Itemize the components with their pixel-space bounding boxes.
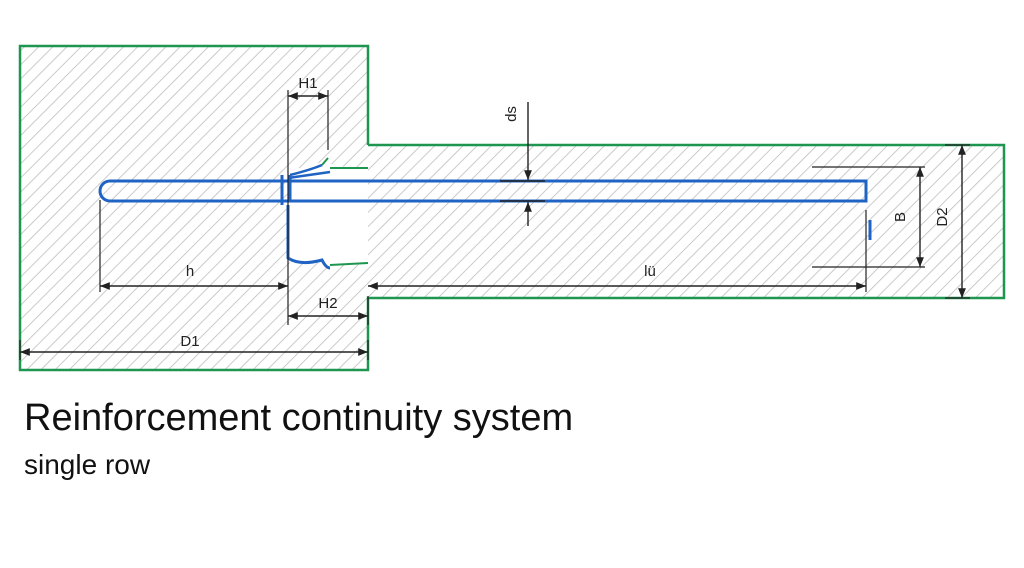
recess-top-outline — [321, 157, 368, 169]
label-lu: lü — [644, 263, 656, 280]
label-D2: D2 — [934, 207, 951, 226]
caption-title: Reinforcement continuity system — [24, 397, 574, 439]
section-outline — [18, 44, 1006, 372]
rebar-collar — [287, 163, 331, 180]
label-H2: H2 — [318, 295, 337, 312]
label-H1: H1 — [298, 75, 317, 92]
rebar-upper — [98, 179, 868, 203]
caption-subtitle: single row — [24, 449, 151, 480]
formwork-recess — [288, 158, 368, 268]
rebar-anchor — [280, 175, 331, 270]
label-ds: ds — [503, 106, 520, 122]
label-h: h — [186, 263, 194, 280]
reinforcement-diagram: H1 ds h lü H2 D1 B D2 — [18, 44, 1006, 372]
label-D1: D1 — [180, 333, 199, 350]
concrete-section — [20, 46, 1004, 370]
recess-bottom-outline — [329, 262, 369, 266]
label-B: B — [892, 212, 909, 222]
